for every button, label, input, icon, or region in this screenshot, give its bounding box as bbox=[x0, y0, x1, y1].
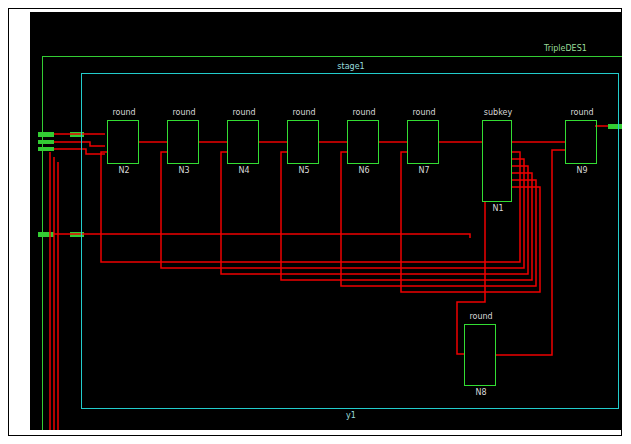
schematic-canvas: TripleDES1stage1y1roundN2roundN3roundN4r… bbox=[30, 12, 622, 430]
signal-wire bbox=[281, 152, 532, 280]
block-type-label: round bbox=[411, 108, 436, 118]
round-block: roundN2 bbox=[107, 120, 139, 164]
input-port bbox=[38, 147, 54, 151]
instance-name: N8 bbox=[474, 388, 487, 398]
signal-wire bbox=[401, 152, 540, 292]
round-block: roundN8 bbox=[464, 324, 496, 386]
block-type-label: round bbox=[291, 108, 316, 118]
signal-wire bbox=[259, 141, 287, 143]
block-type-label: stage1 bbox=[336, 62, 365, 72]
block-type-label: round bbox=[171, 108, 196, 118]
input-port bbox=[38, 132, 54, 137]
instance-name: N6 bbox=[357, 166, 370, 176]
stage-frame: stage1y1roundN2roundN3roundN4roundN5roun… bbox=[81, 73, 619, 409]
instance-name: y1 bbox=[345, 411, 357, 421]
subkey-block: subkeyN1 bbox=[482, 120, 512, 202]
round-block: roundN3 bbox=[167, 120, 199, 164]
signal-wire bbox=[457, 202, 485, 354]
input-port bbox=[38, 140, 54, 144]
wire bbox=[54, 149, 105, 154]
instance-name: N4 bbox=[237, 166, 250, 176]
signal-wire bbox=[379, 141, 407, 143]
instance-name: N1 bbox=[491, 204, 504, 214]
signal-wire bbox=[101, 152, 520, 262]
signal-wire bbox=[439, 141, 482, 143]
block-type-label: subkey bbox=[483, 108, 513, 118]
wire bbox=[53, 157, 55, 430]
block-type-label: round bbox=[231, 108, 256, 118]
wire bbox=[49, 152, 51, 430]
module-frame: TripleDES1stage1y1roundN2roundN3roundN4r… bbox=[42, 56, 622, 430]
wire bbox=[54, 133, 105, 135]
round-block: roundN4 bbox=[227, 120, 259, 164]
signal-wire bbox=[161, 152, 524, 268]
block-type-label: round bbox=[351, 108, 376, 118]
block-type-label: TripleDES1 bbox=[543, 44, 588, 54]
block-type-label: round bbox=[569, 108, 594, 118]
instance-name: N9 bbox=[575, 166, 588, 176]
wire bbox=[54, 234, 470, 238]
signal-wire bbox=[199, 141, 227, 143]
input-port bbox=[38, 232, 54, 237]
instance-name: N2 bbox=[117, 166, 130, 176]
instance-name: N5 bbox=[297, 166, 310, 176]
schematic-decoration bbox=[30, 12, 622, 430]
round-block: roundN5 bbox=[287, 120, 319, 164]
layout-wires bbox=[50, 126, 608, 430]
signal-wire bbox=[319, 141, 347, 143]
round-block: roundN6 bbox=[347, 120, 379, 164]
wire bbox=[57, 162, 59, 430]
signal-wire bbox=[139, 141, 167, 143]
instance-name: N3 bbox=[177, 166, 190, 176]
wire bbox=[54, 142, 105, 146]
connector-layer bbox=[30, 12, 622, 430]
output-port bbox=[608, 124, 622, 129]
signal-wire bbox=[341, 152, 536, 286]
signal-wire bbox=[512, 141, 565, 143]
round-block: roundN9 bbox=[565, 120, 597, 164]
round-block: roundN7 bbox=[407, 120, 439, 164]
block-type-label: round bbox=[111, 108, 136, 118]
block-type-label: round bbox=[468, 312, 493, 322]
instance-name: N7 bbox=[417, 166, 430, 176]
